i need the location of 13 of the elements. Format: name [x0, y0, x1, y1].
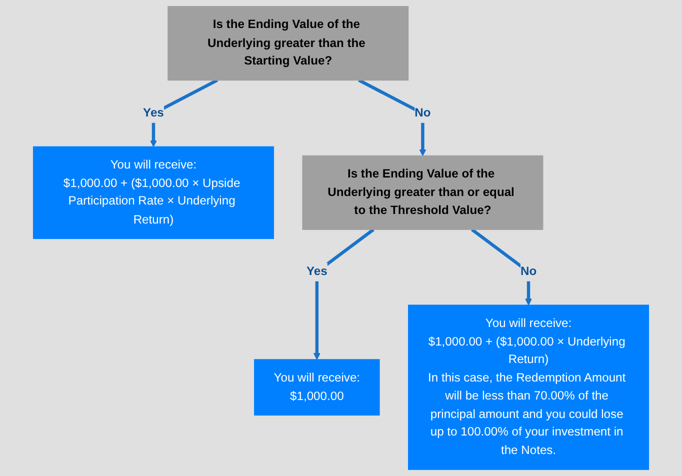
arrow [358, 78, 426, 156]
arrow [471, 228, 532, 306]
edge-label: Yes [143, 106, 164, 120]
edge-label: Yes [306, 264, 328, 278]
arrow [313, 228, 374, 360]
node-box: Is the Ending Value of the Underlying greater than the Starting Value? [168, 6, 409, 81]
edge-label: No [520, 264, 537, 278]
node-box: You will receive: $1,000.00 + ($1,000.00 × Upside Participation Rate × Underlying Return) [32, 146, 274, 239]
node-box: Is the Ending Value of the Underlying greater than or equal to the Threshold Value? [302, 155, 544, 230]
node-box: You will receive: $1,000.00 [254, 359, 380, 416]
arrow [150, 78, 218, 148]
edge-label: No [414, 106, 431, 120]
node-box: You will receive: $1,000.00 + ($1,000.00 × Underlying Return) In this case, the Redemption Amount will be less than 70.00% of the principal amount and you could lose up to 100.00% of your investment in the Notes. [408, 304, 650, 470]
